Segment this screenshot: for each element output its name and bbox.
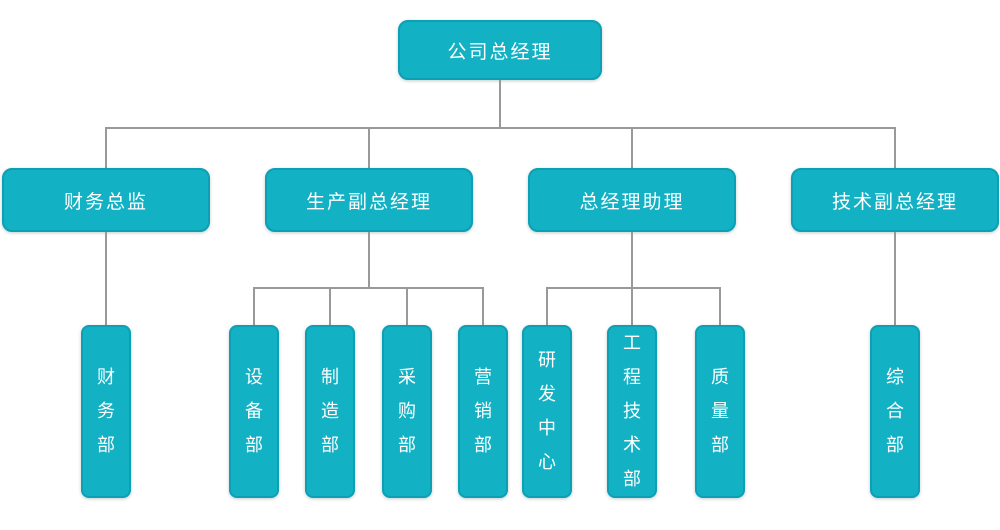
connector-production-stem: [368, 232, 370, 288]
node-marketing-dept: 营销部: [458, 325, 508, 498]
connector-drop-gm-assistant: [631, 127, 633, 168]
connector-root-stem: [499, 80, 501, 128]
node-label: 制造部: [320, 366, 339, 456]
node-production-vice-gm: 生产副总经理: [265, 168, 473, 232]
connector-assistant-bus: [546, 287, 721, 289]
node-label: 公司总经理: [447, 40, 553, 63]
node-label: 财务总监: [63, 190, 148, 213]
connector-drop-manufacturing-dept: [329, 287, 331, 325]
connector-assistant-stem: [631, 232, 633, 288]
node-rd-center: 研发中心: [522, 325, 572, 498]
connector-drop-finance-director: [105, 127, 107, 168]
node-label: 研发中心: [537, 349, 556, 473]
connector-general-dept: [894, 232, 896, 325]
connector-drop-production-vp: [368, 127, 370, 168]
node-gm-assistant: 总经理助理: [528, 168, 736, 232]
connector-production-bus: [253, 287, 483, 289]
node-company-general-manager: 公司总经理: [398, 20, 602, 80]
node-label: 生产副总经理: [305, 190, 432, 213]
connector-finance-dept: [105, 232, 107, 325]
node-finance-director: 财务总监: [2, 168, 210, 232]
node-technical-vice-gm: 技术副总经理: [791, 168, 999, 232]
connector-drop-engineering-tech-dept: [631, 287, 633, 325]
node-label: 营销部: [473, 366, 492, 456]
node-equipment-dept: 设备部: [229, 325, 279, 498]
connector-drop-rd-center: [546, 287, 548, 325]
connector-level2-bus: [105, 127, 895, 129]
node-label: 总经理助理: [579, 190, 685, 213]
node-manufacturing-dept: 制造部: [305, 325, 355, 498]
node-label: 质量部: [710, 366, 729, 456]
node-general-affairs-dept: 综合部: [870, 325, 920, 498]
connector-drop-marketing-dept: [482, 287, 484, 325]
connector-drop-procurement-dept: [406, 287, 408, 325]
connector-drop-quality-dept: [719, 287, 721, 325]
node-quality-dept: 质量部: [695, 325, 745, 498]
node-label: 采购部: [397, 366, 416, 456]
node-label: 综合部: [885, 366, 904, 456]
node-finance-dept: 财务部: [81, 325, 131, 498]
node-label: 工程技术部: [622, 332, 641, 490]
node-engineering-tech-dept: 工程技术部: [607, 325, 657, 498]
node-label: 设备部: [244, 366, 263, 456]
node-label: 财务部: [96, 366, 115, 456]
node-label: 技术副总经理: [831, 190, 958, 213]
node-procurement-dept: 采购部: [382, 325, 432, 498]
connector-drop-equipment-dept: [253, 287, 255, 325]
connector-drop-technical-vp: [894, 127, 896, 168]
